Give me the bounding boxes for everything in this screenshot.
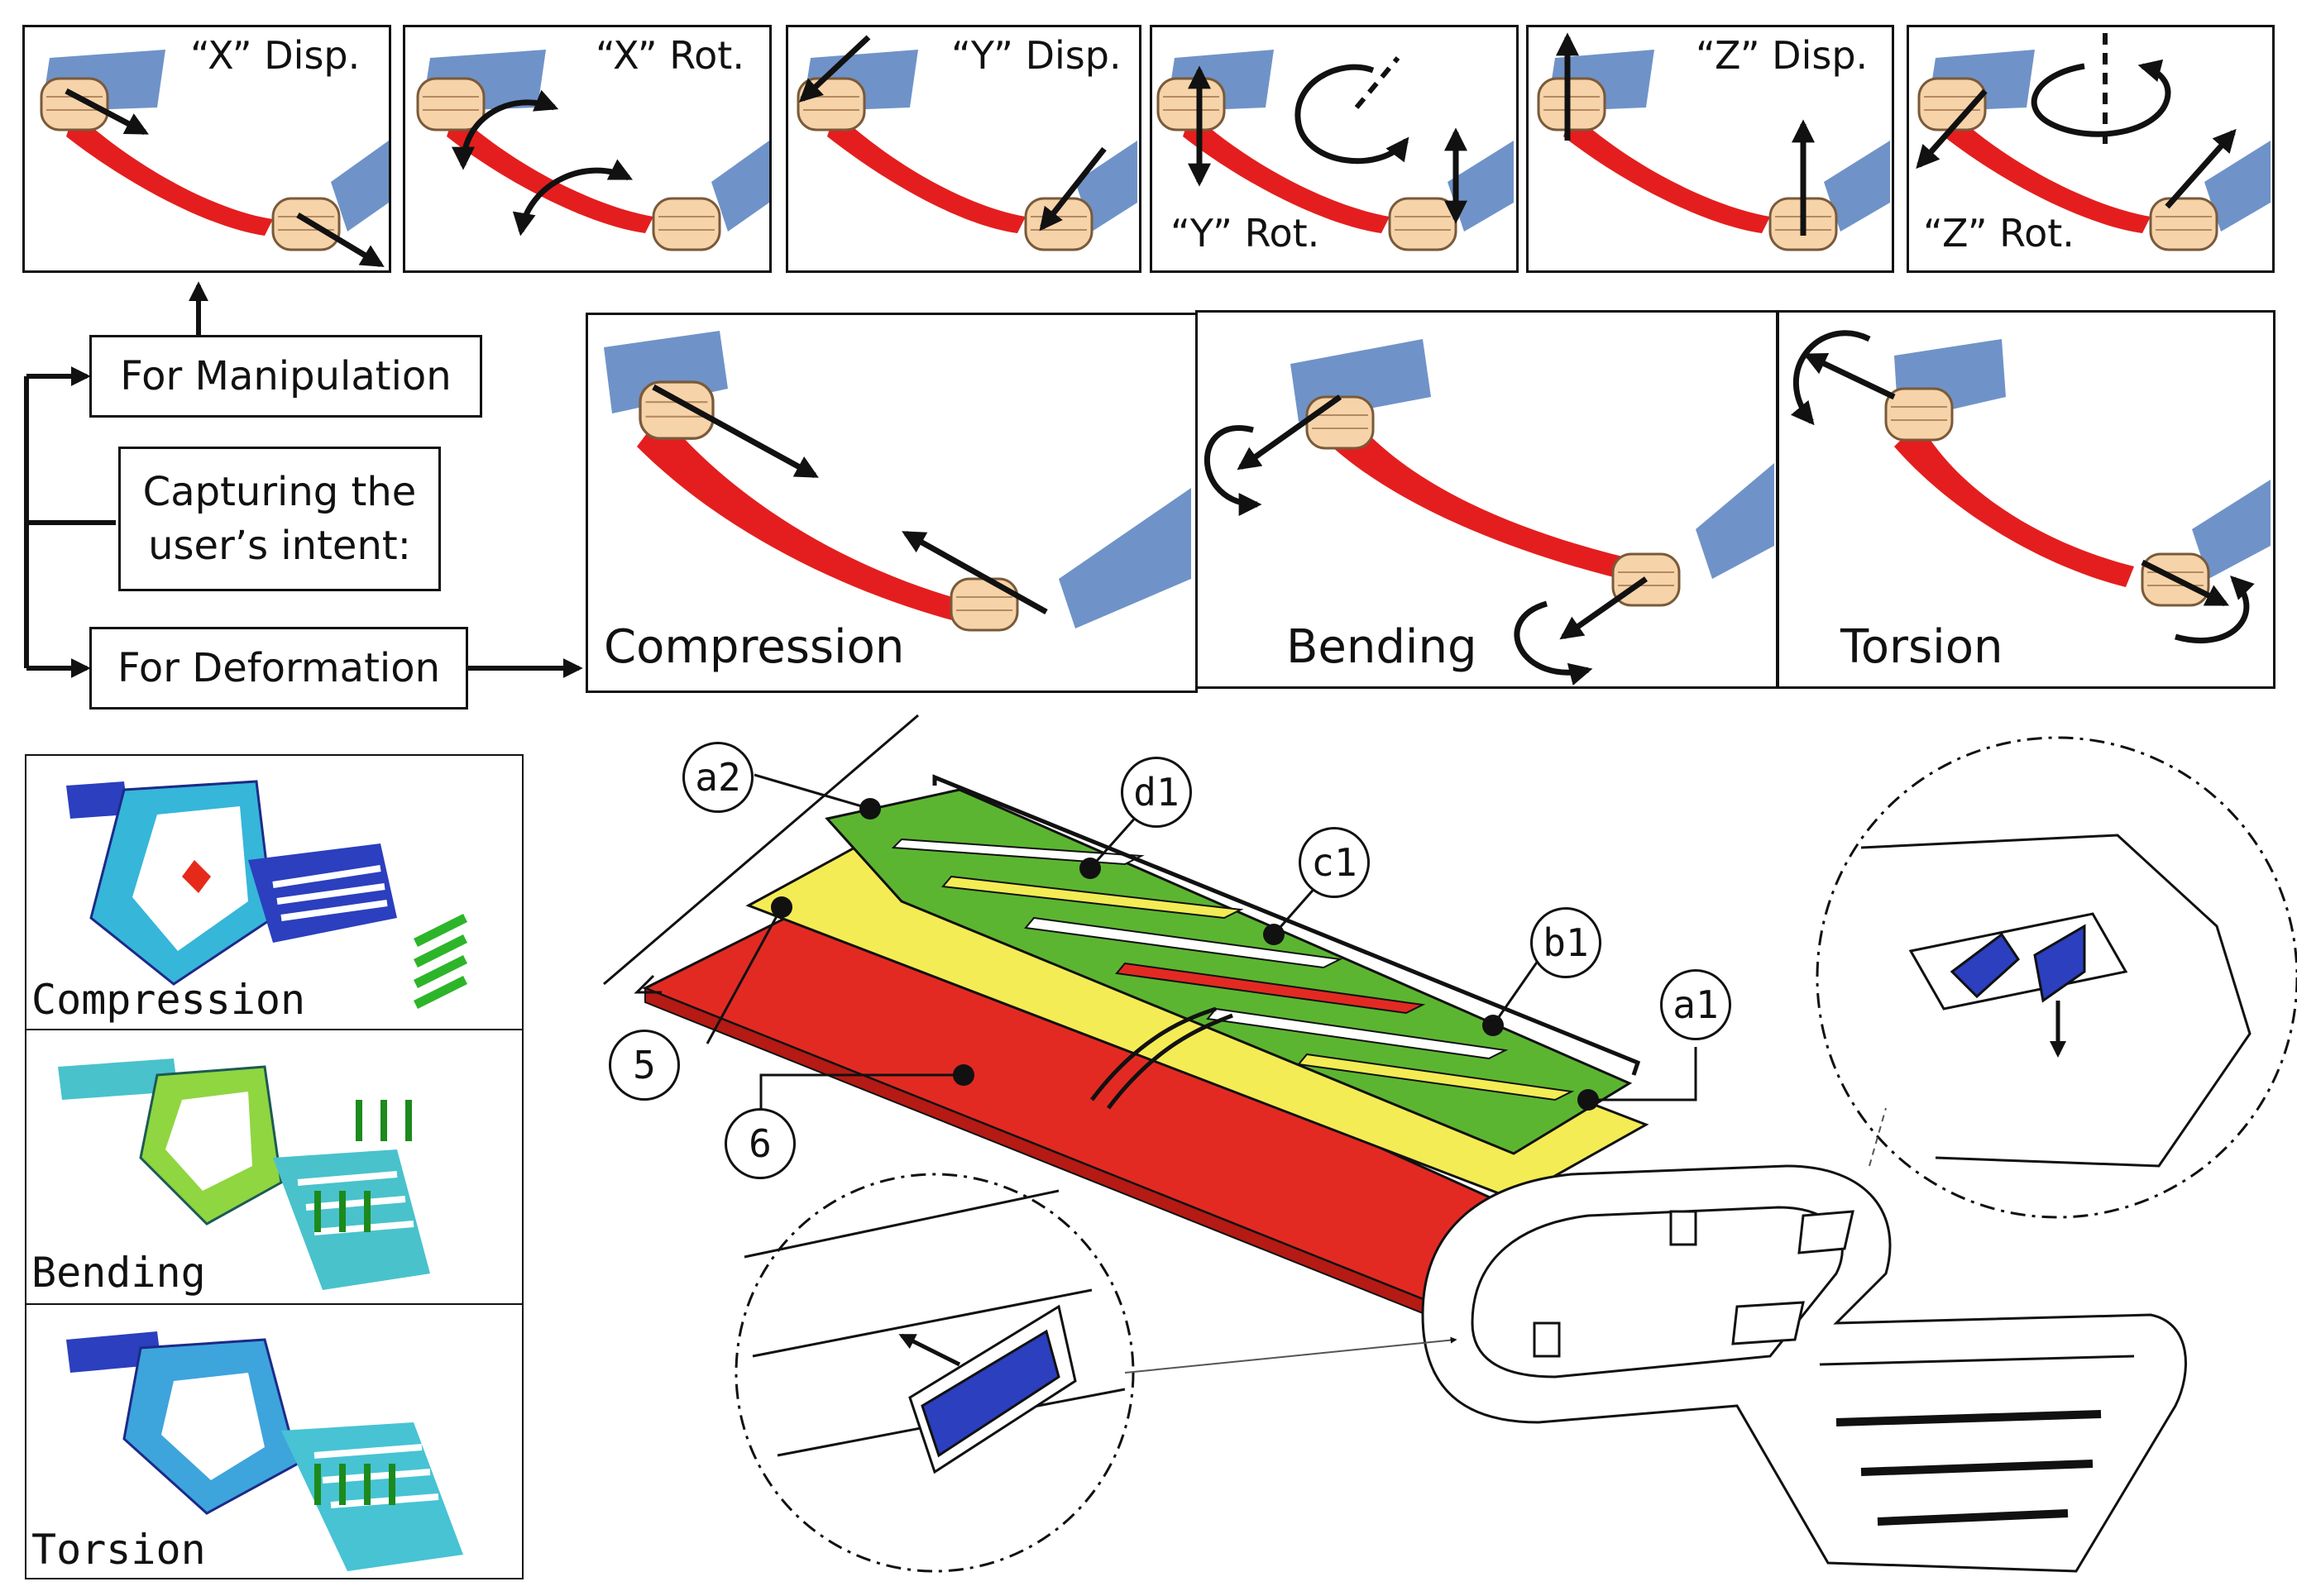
z-disp-illustration bbox=[1537, 32, 1890, 251]
fea-label-compression: Compression bbox=[31, 976, 306, 1024]
motion-label-z-rot: “Z” Rot. bbox=[1923, 211, 2074, 256]
magnifier-bottom-left-detail bbox=[744, 1189, 1126, 1474]
sensor-slots bbox=[891, 838, 1575, 1101]
for-deformation-box: For Deformation bbox=[89, 627, 468, 710]
sensor-assembly bbox=[603, 714, 2297, 1573]
fea-torsion-model bbox=[66, 1331, 463, 1571]
motion-label-y-rot: “Y” Rot. bbox=[1170, 211, 1320, 256]
callout-d1: d1 bbox=[1121, 757, 1192, 828]
callout-6: 6 bbox=[725, 1108, 796, 1179]
deform-panel-torsion bbox=[1777, 310, 2275, 689]
motion-illustrations bbox=[40, 32, 2271, 268]
fea-label-torsion: Torsion bbox=[31, 1526, 206, 1574]
deform-label-bending: Bending bbox=[1286, 620, 1477, 674]
bending-illustration bbox=[1204, 339, 1774, 686]
compression-illustration bbox=[604, 331, 1191, 632]
callout-a1: a1 bbox=[1660, 969, 1731, 1040]
motion-label-x-rot: “X” Rot. bbox=[596, 33, 744, 78]
callout-b1: b1 bbox=[1530, 907, 1601, 978]
fea-label-bending: Bending bbox=[31, 1249, 206, 1297]
green-sensor-layer bbox=[825, 788, 1633, 1155]
x-disp-illustration bbox=[40, 50, 389, 268]
fea-bending-model bbox=[58, 1058, 430, 1290]
motion-label-x-disp: “X” Disp. bbox=[190, 33, 361, 78]
capturing-intent-box: Capturing the user’s intent: bbox=[118, 447, 441, 591]
callout-c1: c1 bbox=[1299, 827, 1370, 898]
x-rot-illustration bbox=[416, 50, 769, 251]
callout-5: 5 bbox=[609, 1030, 680, 1101]
deform-label-torsion: Torsion bbox=[1840, 620, 2003, 674]
torsion-illustration bbox=[1790, 330, 2271, 644]
fea-compression-model bbox=[66, 780, 467, 1009]
motion-label-y-disp: “Y” Disp. bbox=[951, 33, 1122, 78]
magnifier-top-right-detail bbox=[1860, 834, 2252, 1168]
z-rot-illustration bbox=[1916, 33, 2271, 251]
flow-connectors bbox=[24, 281, 583, 678]
deform-label-compression: Compression bbox=[604, 620, 905, 674]
motion-label-z-disp: “Z” Disp. bbox=[1696, 33, 1869, 78]
for-manipulation-box: For Manipulation bbox=[89, 335, 482, 418]
callout-a2: a2 bbox=[682, 742, 754, 813]
y-disp-illustration bbox=[797, 35, 1137, 251]
housing-outline bbox=[1421, 1164, 2187, 1573]
y-rot-illustration bbox=[1156, 50, 1514, 251]
